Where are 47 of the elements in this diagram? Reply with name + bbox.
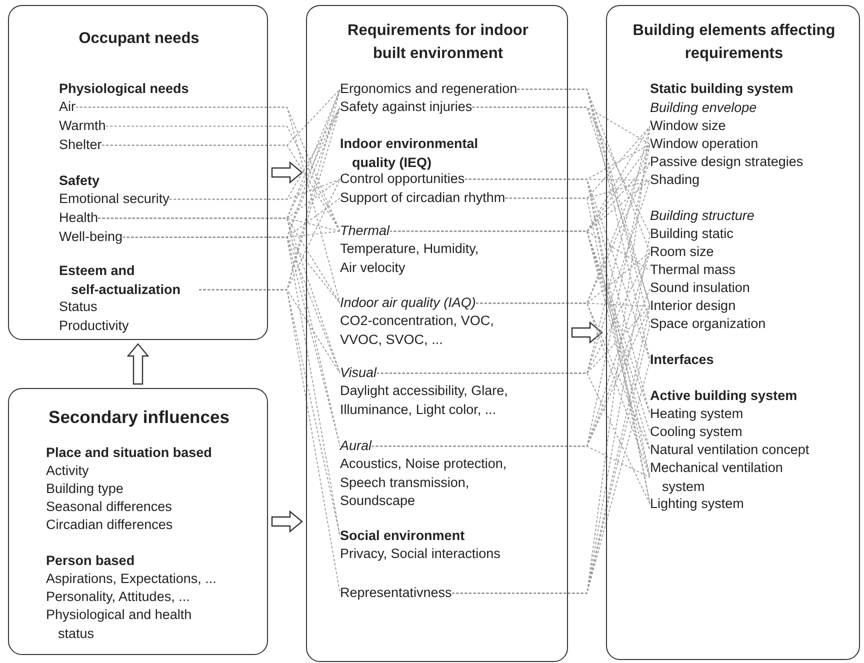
dashed-connector xyxy=(504,198,650,505)
panel-title: Requirements for indoor built environment xyxy=(346,21,530,64)
list-item-text: Well-being xyxy=(59,228,123,246)
block-arrow xyxy=(571,321,603,344)
dashed-connector xyxy=(168,178,340,200)
list-item-text: Privacy, Social interactions xyxy=(340,545,500,564)
list-item-text: Building type xyxy=(46,480,124,498)
section-heading: Safety xyxy=(59,172,100,190)
panel-box xyxy=(306,5,568,662)
block-arrow xyxy=(271,510,303,533)
list-item-text: Activity xyxy=(46,462,89,480)
dashed-connector xyxy=(101,144,340,232)
list-item-text: Shading xyxy=(650,171,700,190)
list-item-text: Heating system xyxy=(650,405,744,424)
list-item-text: Lighting system xyxy=(650,495,744,514)
list-item-text: Representativness xyxy=(340,584,452,602)
panel-box xyxy=(606,5,860,660)
section-heading: Physiological needs xyxy=(59,80,189,98)
list-item-text: Control opportunities xyxy=(340,170,465,188)
list-item-text: Productivity xyxy=(59,317,129,336)
dashed-connector xyxy=(75,106,340,304)
list-item-text: Space organization xyxy=(650,315,766,334)
list-item-text: Natural ventilation concept xyxy=(650,441,810,460)
panel-title: Building elements affecting requirements xyxy=(632,21,836,64)
list-item-text: Personality, Attitudes, ... xyxy=(46,588,190,606)
block-arrow xyxy=(271,161,303,184)
subheading: Indoor air quality (IAQ) xyxy=(340,294,476,312)
subheading: Building structure xyxy=(650,207,754,226)
list-item-text: Window operation xyxy=(650,135,758,154)
list-item-text: Ergonomics and regeneration xyxy=(340,80,518,98)
dashed-connector xyxy=(472,106,650,307)
section-heading: Static building system xyxy=(650,80,794,98)
panel-title: Secondary influences xyxy=(48,406,230,429)
list-item-text: Interior design xyxy=(650,297,736,316)
list-item-text: Passive design strategies xyxy=(650,153,804,172)
list-item-text: Safety against injuries xyxy=(340,98,472,116)
list-item-text: Aspirations, Expectations, ... xyxy=(46,570,216,588)
list-item-text: Cooling system xyxy=(650,423,742,442)
block-arrow xyxy=(126,343,150,385)
list-item-text: Support of circadian rhythm xyxy=(340,189,506,208)
list-item-text: Emotional security xyxy=(59,190,170,208)
panel-title: Occupant needs xyxy=(78,29,200,49)
list-item-text: Building static xyxy=(650,225,734,244)
section-heading: Active building system xyxy=(650,387,798,406)
subheading: Building envelope xyxy=(650,99,757,118)
panel-box xyxy=(8,5,268,340)
panel-box xyxy=(8,388,268,655)
